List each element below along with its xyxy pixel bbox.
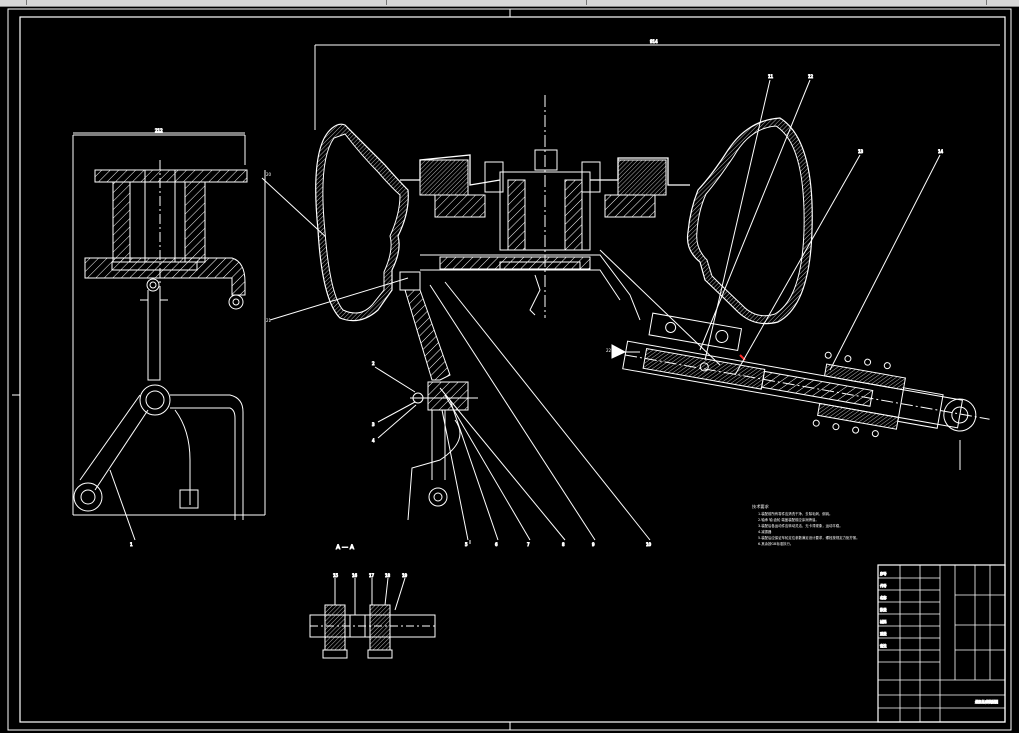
section-label: A — A xyxy=(336,544,355,551)
callout-c-1: 2 xyxy=(372,361,375,366)
callout-r-2: 12 xyxy=(808,74,814,79)
callout-left-1: 1 xyxy=(130,542,133,547)
callout-r-3: 13 xyxy=(858,149,864,154)
inner-border xyxy=(19,16,1006,723)
tb-row-7: 备注 xyxy=(880,643,887,648)
dim-top-width: 914 xyxy=(650,39,658,44)
left-side-view: 212 1 xyxy=(72,128,341,548)
callout-r-1: 11 xyxy=(768,74,774,79)
tb-row-6: 重量 xyxy=(880,631,887,636)
callout-c-8: 9 xyxy=(592,542,595,547)
outer-border xyxy=(7,8,1012,731)
callout-c-3: 4 xyxy=(372,438,375,443)
center-wheel-view: 9 14 xyxy=(269,39,1000,548)
callout-r-4: 14 xyxy=(938,149,944,154)
notes-line-5: 5.装配后应保证车轮定位参数满足设计要求，螺栓按规定力矩拧紧。 xyxy=(758,535,860,540)
title-block: 序号 代号 名称 数量 材料 重量 备注 悬架总成装配图 xyxy=(877,564,1006,723)
tb-row-5: 材料 xyxy=(880,619,887,624)
callout-x-2: 21 xyxy=(266,318,272,323)
notes-line-1: 1.装配前所有零件应清洗干净，去除毛刺，倒钝。 xyxy=(758,511,832,516)
callout-s-2: 16 xyxy=(352,573,358,578)
shock-absorber-view: 11 12 13 14 xyxy=(599,74,990,470)
callout-c-7: 8 xyxy=(562,542,565,547)
section-a-a: A — A 15 16 17 18 19 xyxy=(309,544,436,659)
notes-line-4: 4.减振器 xyxy=(758,529,772,534)
notes-line-2: 2.轴承 轴 齿轮 端盖装配前应涂润滑油。 xyxy=(758,517,819,522)
callout-s-4: 18 xyxy=(385,573,391,578)
callout-s-5: 19 xyxy=(402,573,408,578)
tb-row-2: 代号 xyxy=(880,583,887,588)
top-segment-1[interactable] xyxy=(0,0,27,5)
callout-s-1: 15 xyxy=(333,573,339,578)
callout-x-3: 22 xyxy=(606,348,612,353)
top-segment-2[interactable] xyxy=(26,0,387,5)
callout-s-3: 17 xyxy=(369,573,375,578)
tb-row-4: 数量 xyxy=(880,607,887,612)
notes-line-3: 3.装配后各运动件应转动灵活，无卡滞现象，运动平稳。 xyxy=(758,523,843,528)
callout-c-2: 3 xyxy=(372,422,375,427)
callout-c-6: 7 xyxy=(527,542,530,547)
tb-row-3: 名称 xyxy=(880,595,887,600)
callout-c-5: 6 xyxy=(495,542,498,547)
callout-x-1: 20 xyxy=(266,172,272,177)
notes-heading: 技术要求 xyxy=(752,503,770,510)
tb-drawing-name: 悬架总成装配图 xyxy=(975,699,999,704)
technical-notes: 技术要求 1.装配前所有零件应清洗干净，去除毛刺，倒钝。 2.轴承 轴 齿轮 端… xyxy=(752,503,860,546)
notes-line-6: 6.其余按GB标准执行。 xyxy=(758,541,793,546)
top-segment-4[interactable] xyxy=(586,0,987,5)
callout-c-4: 5 xyxy=(465,542,468,547)
top-segment-3[interactable] xyxy=(386,0,587,5)
window-top-strip xyxy=(0,0,1019,7)
callout-c-9: 10 xyxy=(646,542,652,547)
dim-left-width: 212 xyxy=(155,128,163,133)
tb-row-1: 序号 xyxy=(880,571,887,576)
